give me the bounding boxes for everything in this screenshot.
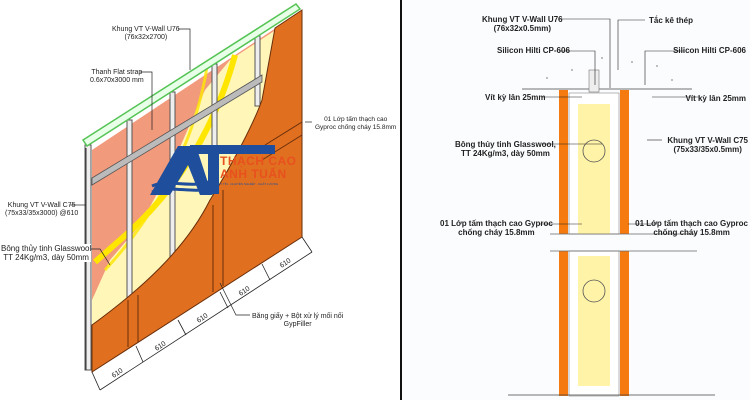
logo-line2: ANH TUẤN (220, 167, 287, 181)
label-u76: Khung VT V-Wall U76(76x32x0.5mm) (482, 15, 563, 33)
flat-strap (91, 74, 263, 186)
label-c75: Khung VT V-Wall C75(75x33/35x3000) @610 (5, 202, 79, 217)
leader-lines (540, 18, 700, 225)
label-silicon-left: Silicon Hilti CP-606 (497, 46, 570, 55)
wall-section (559, 69, 629, 397)
board-joints (127, 121, 303, 347)
logo-line1: THẠCH CAO (220, 154, 297, 168)
label-u76: Khung VT V-Wall U76(76x32x2700) (112, 26, 180, 41)
label-silicon-right: Silicon Hilti CP-606 (673, 46, 746, 55)
front-board (91, 9, 303, 373)
label-screw-right: Vít kỳ lân 25mm (685, 94, 746, 103)
label-c75: Khung VT V-Wall C75(75x33/35x0.5mm) (667, 136, 748, 154)
section-drawing (508, 18, 715, 397)
top-track-u76 (81, 3, 302, 148)
isometric-wall-view: THẠCH CAO ANH TUẤN UY TÍN - CHUYÊN NGHIỆ… (1, 3, 397, 391)
dimension-line (91, 236, 313, 391)
concrete-dots (546, 57, 673, 81)
section-view: Khung VT V-Wall U76(76x32x0.5mm) Tắc kê … (400, 0, 750, 400)
label-anchor: Tắc kê thép (649, 16, 694, 25)
brand-logo (150, 145, 275, 195)
logo-tagline: UY TÍN - CHUYÊN NGHIỆP - CHẤT LƯỢNG (218, 182, 279, 186)
label-screw-left: Vít kỳ lân 25mm (485, 93, 546, 102)
label-glasswool: Bông thủy tinh Glasswool,TT 24Kg/m3, dày… (455, 140, 556, 158)
isometric-drawing (70, 3, 313, 391)
